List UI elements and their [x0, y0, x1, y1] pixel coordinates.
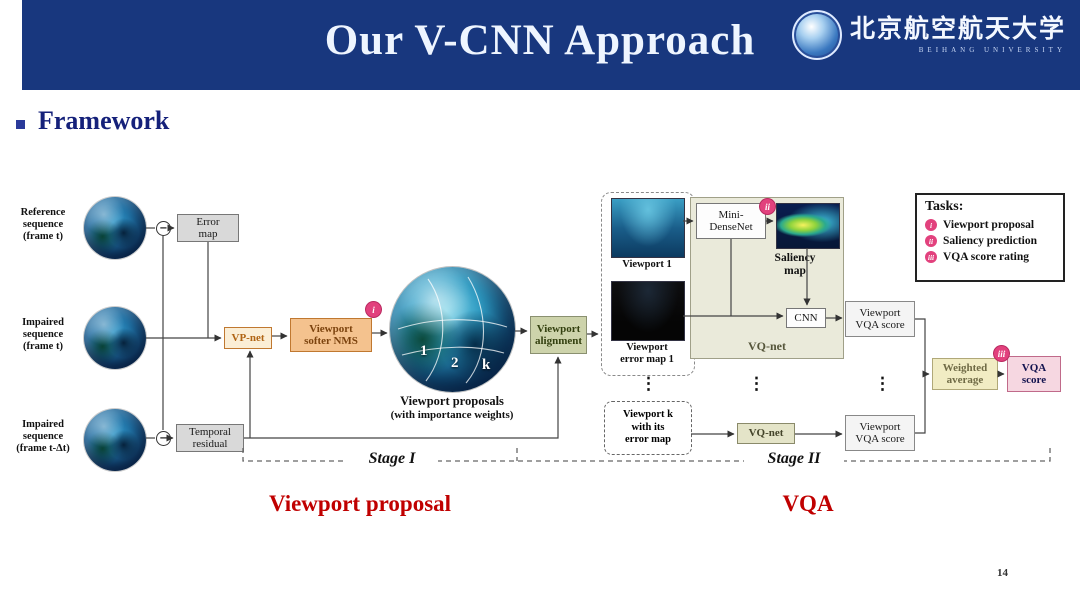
impaired-sequence-dt-label: Impaired sequence (frame t-Δt) — [16, 419, 70, 455]
task-marker-iii: iii — [994, 346, 1009, 361]
tasks-legend: Tasks: i Viewport proposal ii Saliency p… — [915, 193, 1065, 282]
cnn-box: CNN — [786, 308, 826, 328]
viewport-number-2: 2 — [451, 355, 459, 371]
viewport-proposal-sphere: 1 2 k — [390, 267, 515, 392]
task-i-label: Viewport proposal — [943, 219, 1035, 231]
header-bar: Our V-CNN Approach 北京航空航天大学 BEIHANG UNIV… — [0, 0, 1080, 90]
impaired-frame-dt-globe — [84, 409, 146, 471]
viewport-proposals-caption-line1: Viewport proposals — [400, 394, 504, 408]
viewport-ellipsis: ⋮ — [640, 374, 657, 393]
vq-net-small-box: VQ-net — [737, 423, 795, 444]
university-logo-text: 北京航空航天大学 BEIHANG UNIVERSITY — [850, 16, 1066, 54]
stage-2-label: Stage II — [744, 450, 844, 468]
task-i-icon: i — [925, 219, 937, 231]
task-marker-i: i — [366, 302, 381, 317]
task-marker-ii: ii — [760, 199, 775, 214]
reference-frame-globe — [84, 197, 146, 259]
task-ii-label: Saliency prediction — [943, 235, 1038, 247]
temporal-residual-box: Temporal residual — [176, 424, 244, 452]
task-item-saliency-prediction: ii Saliency prediction — [925, 235, 1055, 247]
subtract-node-top: − — [156, 221, 171, 236]
viewport-number-k: k — [482, 357, 491, 373]
vqa-stage-label: VQA — [782, 491, 834, 516]
task-item-viewport-proposal: i Viewport proposal — [925, 219, 1055, 231]
university-emblem-icon — [791, 10, 842, 60]
viewport-softer-nms-box: Viewport softer NMS — [290, 318, 372, 352]
viewport-wireframe-icon — [397, 276, 508, 384]
subtract-node-bottom: − — [156, 431, 171, 446]
viewport-k-box: Viewport k with its error map — [604, 401, 692, 455]
viewport-1-image — [611, 198, 685, 258]
university-name-en: BEIHANG UNIVERSITY — [918, 45, 1066, 54]
weighted-average-box: Weighted average — [932, 358, 998, 390]
task-iii-label: VQA score rating — [943, 251, 1030, 263]
university-logo: 北京航空航天大学 BEIHANG UNIVERSITY — [791, 10, 1066, 60]
score-ellipsis: ⋮ — [874, 374, 891, 393]
reference-sequence-label: Reference sequence (frame t) — [20, 207, 66, 243]
university-name-cn: 北京航空航天大学 — [849, 16, 1066, 44]
stage-1-label: Stage I — [346, 450, 438, 468]
task-iii-icon: iii — [925, 251, 937, 263]
vq-net-panel-label: VQ-net — [748, 339, 786, 353]
error-map-box: Error map — [177, 214, 239, 242]
vqa-score-box: VQA score — [1007, 356, 1061, 392]
saliency-map-label: Saliency map — [774, 252, 816, 278]
slide-title: Our V-CNN Approach — [324, 17, 756, 64]
viewport-vqa-score-bottom-box: Viewport VQA score — [845, 415, 915, 451]
section-heading: Framework — [38, 106, 170, 135]
saliency-map-image — [776, 203, 840, 249]
viewport-error-map-label: Viewport error map 1 — [620, 342, 674, 366]
task-ii-icon: ii — [925, 235, 937, 247]
tasks-title: Tasks: — [925, 199, 964, 214]
viewport-alignment-box: Viewport alignment — [530, 316, 587, 354]
heading-bullet — [16, 120, 25, 129]
viewport-1-label: Viewport 1 — [622, 259, 672, 270]
impaired-frame-t-globe — [84, 307, 146, 369]
task-item-vqa-score-rating: iii VQA score rating — [925, 251, 1055, 263]
viewport-vqa-score-top-box: Viewport VQA score — [845, 301, 915, 337]
viewport-proposals-caption-line2: (with importance weights) — [390, 409, 514, 421]
vqnet-ellipsis: ⋮ — [748, 374, 765, 393]
page-number: 14 — [997, 567, 1008, 579]
viewport-proposal-stage-label: Viewport proposal — [268, 491, 452, 516]
impaired-sequence-t-label: Impaired sequence (frame t) — [22, 317, 64, 353]
mini-densenet-box: Mini- DenseNet — [696, 203, 766, 239]
header-left-margin — [0, 0, 22, 90]
viewport-error-map-image — [611, 281, 685, 341]
viewport-number-1: 1 — [420, 343, 428, 359]
vp-net-box: VP-net — [224, 327, 272, 349]
